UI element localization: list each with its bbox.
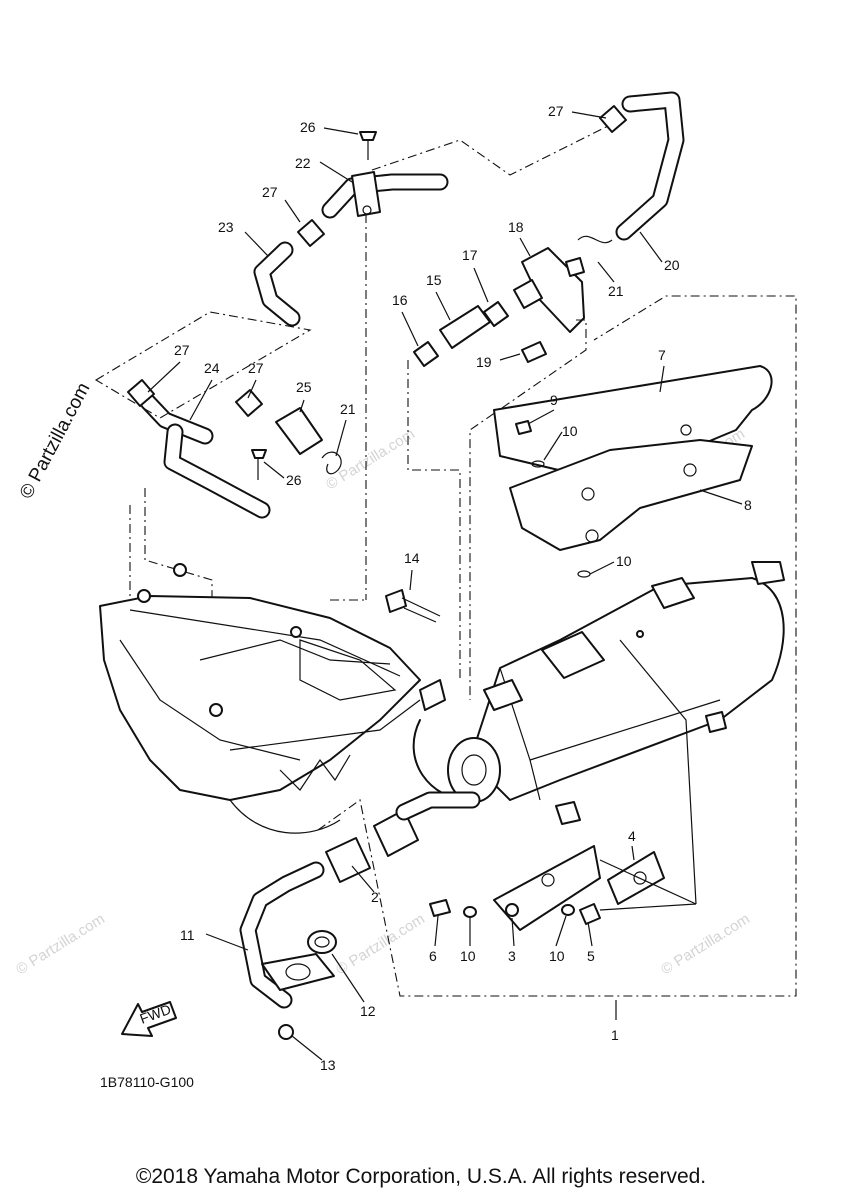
fwd-arrow-icon: FWD	[121, 1001, 177, 1037]
callout-5: 5	[587, 948, 595, 964]
copyright-text: ©2018 Yamaha Motor Corporation, U.S.A. A…	[136, 1165, 706, 1188]
callout-27: 27	[248, 360, 264, 376]
callout-10: 10	[562, 423, 578, 439]
callout-27: 27	[548, 103, 564, 119]
exhaust-pipe	[239, 791, 481, 1040]
callout-1: 1	[611, 1027, 619, 1043]
leader-lines	[371, 124, 611, 176]
callout-10: 10	[616, 553, 632, 569]
callout-26: 26	[286, 472, 302, 488]
callout-7: 7	[658, 347, 666, 363]
right-hose-group	[577, 91, 685, 244]
diagram-code: 1B78110-G100	[100, 1074, 194, 1090]
callout-4: 4	[628, 828, 636, 844]
callout-leaders	[147, 111, 743, 1061]
bracket-group	[317, 295, 797, 997]
callout-17: 17	[462, 247, 478, 263]
callout-24: 24	[204, 360, 220, 376]
callout-8: 8	[744, 497, 752, 513]
callout-11: 11	[180, 927, 195, 943]
callout-21: 21	[608, 283, 624, 299]
engine-casing	[99, 563, 421, 834]
callout-26: 26	[300, 119, 316, 135]
callout-20: 20	[664, 257, 680, 273]
callout-21: 21	[340, 401, 356, 417]
watermark-main: © Partzilla.com	[16, 379, 95, 502]
watermark-faint: © Partzilla.com	[323, 425, 418, 493]
callout-10: 10	[549, 948, 565, 964]
callout-13: 13	[320, 1057, 336, 1073]
callout-10: 10	[460, 948, 476, 964]
callout-12: 12	[360, 1003, 376, 1019]
callout-23: 23	[218, 219, 234, 235]
callout-19: 19	[476, 354, 492, 370]
callout-16: 16	[392, 292, 408, 308]
callout-22: 22	[295, 155, 311, 171]
reed-valve-group	[407, 247, 587, 700]
callout-27: 27	[174, 342, 190, 358]
callout-15: 15	[426, 272, 442, 288]
upper-hose-group	[253, 131, 449, 327]
callout-25: 25	[296, 379, 312, 395]
leader-lines	[330, 214, 367, 601]
watermark-faint: © Partzilla.com	[658, 910, 753, 978]
callout-3: 3	[508, 948, 516, 964]
heat-protector	[493, 365, 773, 578]
watermark-faint: © Partzilla.com	[333, 910, 428, 978]
callout-9: 9	[550, 392, 558, 408]
callout-labels: 26 22 27 27 23 20 18 17 15 16 21 19 27 2…	[174, 103, 752, 1073]
callout-14: 14	[404, 550, 420, 566]
middle-hose-group	[127, 379, 342, 519]
muffler	[412, 561, 785, 825]
leader-lines	[94, 311, 312, 419]
callout-6: 6	[429, 948, 437, 964]
callout-18: 18	[508, 219, 524, 235]
bolt-14	[385, 589, 441, 623]
callout-2: 2	[371, 889, 379, 905]
watermark-faint: © Partzilla.com	[13, 910, 108, 978]
callout-27: 27	[262, 184, 278, 200]
